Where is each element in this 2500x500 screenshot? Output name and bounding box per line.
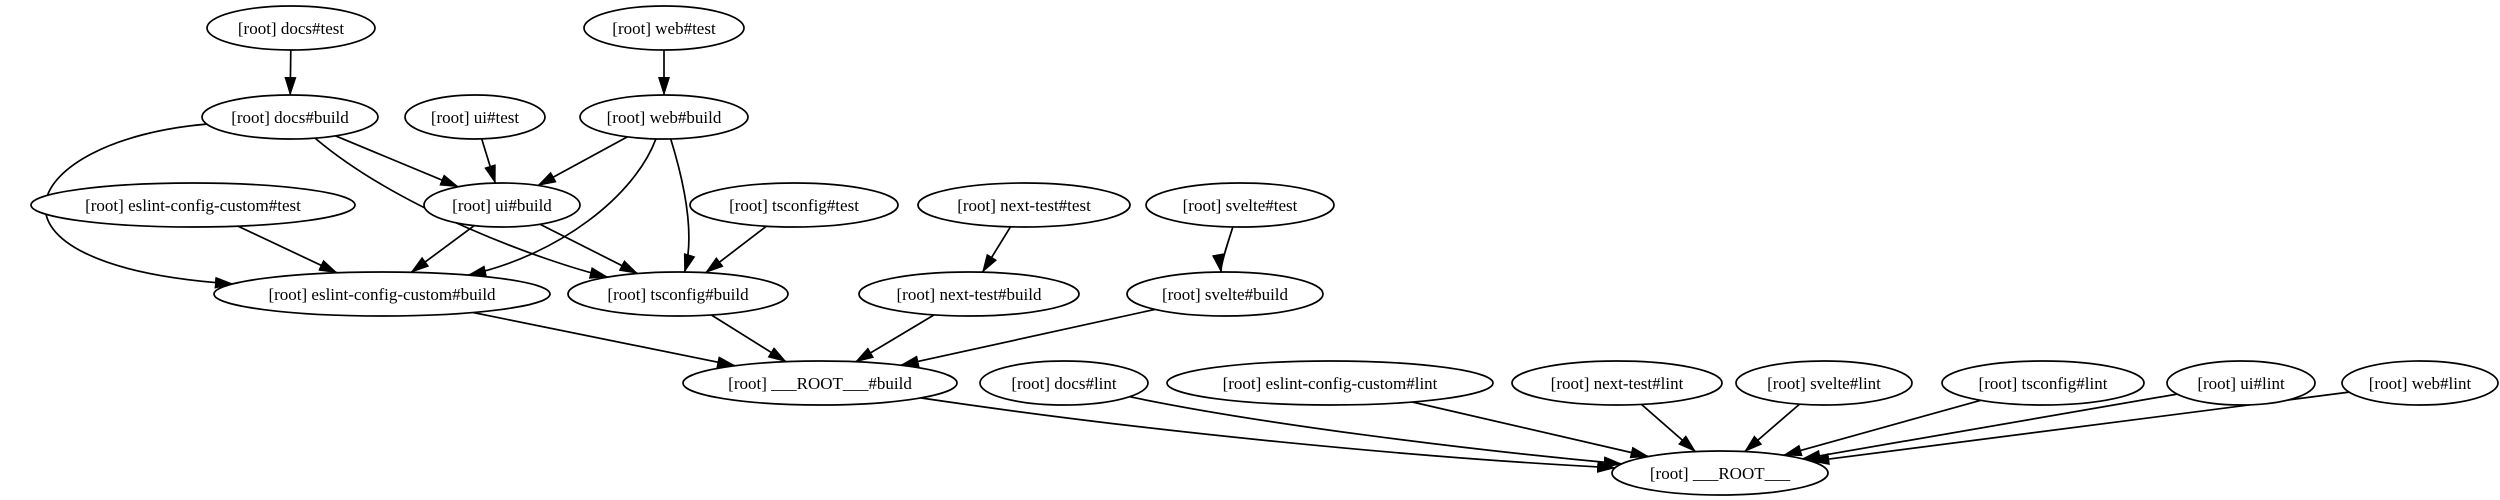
graph-node-root: [root] ___ROOT___	[1611, 450, 1829, 496]
graph-node-web-build: [root] web#build	[579, 94, 749, 140]
graph-node-eslint-config-custom-lint: [root] eslint-config-custom#lint	[1166, 360, 1494, 406]
graph-edge-ui-build--tsconfig-build	[539, 223, 639, 275]
graph-edge-svelte-build--root-build	[899, 308, 1156, 368]
node-label: [root] ui#build	[452, 196, 552, 215]
graph-node-docs-test: [root] docs#test	[206, 5, 376, 51]
node-ellipse	[1941, 360, 2145, 406]
node-ellipse	[404, 94, 546, 140]
graph-node-eslint-config-custom-build: [root] eslint-config-custom#build	[213, 271, 551, 317]
graph-node-tsconfig-test: [root] tsconfig#test	[689, 182, 899, 228]
graph-node-next-test-test: [root] next-test#test	[917, 182, 1131, 228]
graph-edge-root-build--root	[920, 397, 1617, 473]
node-label: [root] tsconfig#lint	[1979, 374, 2108, 393]
node-ellipse	[682, 360, 958, 406]
node-label: [root] next-test#test	[957, 196, 1091, 215]
node-label: [root] web#test	[612, 19, 716, 38]
node-ellipse	[979, 360, 1149, 406]
node-label: [root] next-test#lint	[1551, 374, 1684, 393]
graph-node-svelte-build: [root] svelte#build	[1126, 271, 1324, 317]
node-label: [root] ___ROOT___#build	[728, 374, 912, 393]
graph-node-next-test-lint: [root] next-test#lint	[1511, 360, 1723, 406]
graph-edge-eslint-config-custom-build--root-build	[472, 311, 737, 368]
node-label: [root] svelte#test	[1183, 196, 1298, 215]
node-label: [root] tsconfig#build	[607, 285, 749, 304]
node-label: [root] svelte#build	[1162, 285, 1289, 304]
graph-edge-web-build--ui-build	[537, 136, 628, 187]
node-ellipse	[30, 182, 356, 228]
node-label: [root] ui#lint	[2197, 374, 2285, 393]
node-label: [root] eslint-config-custom#build	[268, 285, 496, 304]
node-ellipse	[1611, 450, 1829, 496]
node-label: [root] ___ROOT___	[1650, 464, 1791, 483]
graph-edge-svelte-test--svelte-build	[1211, 226, 1234, 273]
graph-node-tsconfig-lint: [root] tsconfig#lint	[1941, 360, 2145, 406]
node-label: [root] web#build	[607, 108, 722, 127]
node-ellipse	[423, 182, 581, 228]
node-ellipse	[689, 182, 899, 228]
node-ellipse	[2341, 360, 2499, 406]
graph-node-ui-build: [root] ui#build	[423, 182, 581, 228]
node-ellipse	[2166, 360, 2316, 406]
node-ellipse	[579, 94, 749, 140]
graph-node-docs-build: [root] docs#build	[201, 94, 379, 140]
node-ellipse	[567, 271, 789, 317]
node-ellipse	[1511, 360, 1723, 406]
graph-edge-web-build--tsconfig-build	[669, 138, 696, 273]
node-ellipse	[1166, 360, 1494, 406]
graph-edge-svelte-lint--root	[1743, 403, 1801, 453]
node-label: [root] eslint-config-custom#test	[85, 196, 301, 215]
node-label: [root] eslint-config-custom#lint	[1223, 374, 1438, 393]
graph-node-web-test: [root] web#test	[583, 5, 745, 51]
graph-edge-next-test-test--next-test-build	[981, 226, 1012, 274]
graph-edge-eslint-config-custom-test--eslint-config-custom-build	[237, 225, 338, 274]
graph-edge-ui-test--ui-build	[480, 138, 497, 185]
graph-edge-web-build--eslint-config-custom-build	[467, 138, 657, 278]
node-ellipse	[583, 5, 745, 51]
graph-node-ui-test: [root] ui#test	[404, 94, 546, 140]
node-label: [root] ui#test	[431, 108, 520, 127]
node-label: [root] svelte#lint	[1767, 374, 1881, 393]
graph-node-next-test-build: [root] next-test#build	[858, 271, 1080, 317]
node-ellipse	[1126, 271, 1324, 317]
node-label: [root] next-test#build	[897, 285, 1042, 304]
graph-edge-tsconfig-test--tsconfig-build	[704, 225, 767, 274]
graph-edge-ui-build--eslint-config-custom-build	[410, 224, 475, 273]
graph-node-ui-lint: [root] ui#lint	[2166, 360, 2316, 406]
node-label: [root] docs#build	[231, 108, 349, 127]
node-label: [root] tsconfig#test	[729, 196, 859, 215]
node-ellipse	[1735, 360, 1913, 406]
graph-edge-next-test-build--root-build	[854, 314, 935, 363]
graph-edge-docs-build--ui-build	[335, 135, 460, 188]
node-label: [root] docs#lint	[1011, 374, 1117, 393]
graph-node-docs-lint: [root] docs#lint	[979, 360, 1149, 406]
graph-edge-next-test-lint--root	[1640, 403, 1697, 453]
graph-edge-ui-lint--root	[1801, 393, 2178, 462]
graph-edge-docs-lint--root	[1129, 395, 1623, 469]
node-ellipse	[206, 5, 376, 51]
graph-node-root-build: [root] ___ROOT___#build	[682, 360, 958, 406]
graph-edge-eslint-config-custom-lint--root	[1412, 401, 1650, 459]
graph-edge-tsconfig-build--root-build	[710, 314, 787, 363]
graph-node-svelte-lint: [root] svelte#lint	[1735, 360, 1913, 406]
graph-edge-docs-test--docs-build	[284, 49, 297, 96]
node-ellipse	[917, 182, 1131, 228]
node-label: [root] web#lint	[2369, 374, 2472, 393]
graph-node-svelte-test: [root] svelte#test	[1145, 182, 1335, 228]
node-ellipse	[201, 94, 379, 140]
node-label: [root] docs#test	[238, 19, 345, 38]
graph-edge-tsconfig-lint--root	[1782, 399, 1982, 457]
node-ellipse	[1145, 182, 1335, 228]
node-ellipse	[858, 271, 1080, 317]
node-ellipse	[213, 271, 551, 317]
graph-node-tsconfig-build: [root] tsconfig#build	[567, 271, 789, 317]
graph-node-web-lint: [root] web#lint	[2341, 360, 2499, 406]
graph-node-eslint-config-custom-test: [root] eslint-config-custom#test	[30, 182, 356, 228]
